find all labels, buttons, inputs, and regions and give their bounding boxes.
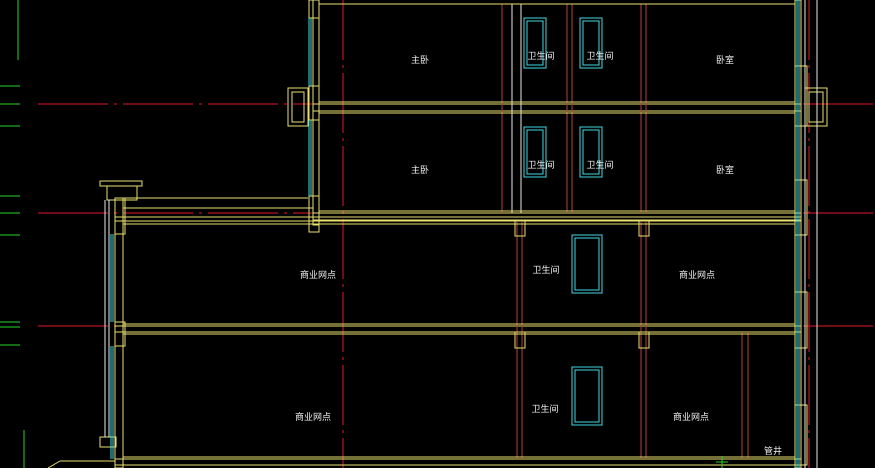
room-label-floor1-shop-right: 商业网点 (672, 413, 710, 423)
room-label-floor4-bathroom-1: 卫生间 (527, 52, 555, 62)
room-label-floor4-bathroom-2: 卫生间 (586, 52, 614, 62)
room-label-floor2-bathroom: 卫生间 (532, 266, 560, 276)
level-lines (38, 103, 875, 327)
room-label-floor1-bathroom: 卫生间 (531, 405, 559, 415)
room-label-floor3-bedroom: 卧室 (715, 166, 735, 176)
room-label-floor2-shop-right: 商业网点 (678, 271, 716, 281)
upper-floors (47, 0, 828, 468)
room-label-floor1-shaft: 管井 (763, 447, 783, 457)
room-label-floor4-bedroom: 卧室 (715, 56, 735, 66)
room-label-floor2-shop-left: 商业网点 (299, 271, 337, 281)
room-label-floor1-shop-left: 商业网点 (294, 413, 332, 423)
room-label-floor3-master-bedroom: 主卧 (410, 166, 430, 176)
vertical-axis-lines (342, 0, 810, 468)
room-label-floor3-bathroom-1: 卫生间 (527, 161, 555, 171)
room-label-floor4-master-bedroom: 主卧 (410, 56, 430, 66)
dimension-ticks (0, 0, 25, 468)
room-label-floor3-bathroom-2: 卫生间 (586, 161, 614, 171)
